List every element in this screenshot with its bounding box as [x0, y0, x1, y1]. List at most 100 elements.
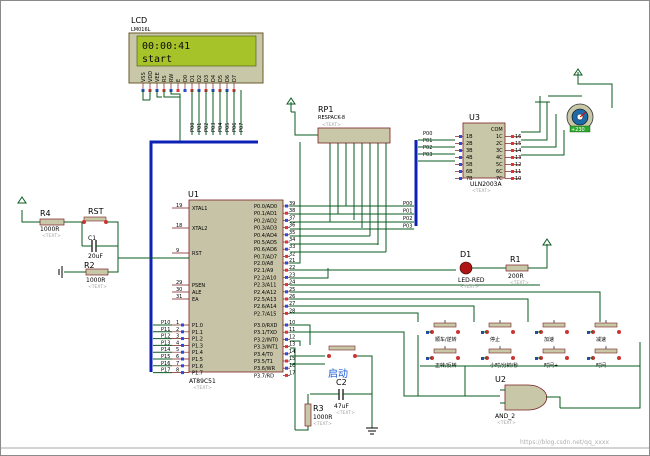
lcd-pin-label: RS [162, 75, 168, 82]
u3-pin-in: 5B [466, 162, 473, 168]
u1-port0-pins: 39P0.0/AD038P0.1/AD137P0.2/AD236P0.3/AD3… [254, 201, 295, 260]
u1-pin-name: P2.4/A12 [254, 290, 276, 296]
rp1-tag: <TEXT> [322, 122, 341, 128]
u1-pin-name: P0.2/AD2 [254, 218, 277, 224]
u1-port2-pins: 21P2.0/A822P2.1/A923P2.2/A1024P2.3/A1125… [254, 258, 295, 317]
u1-pin-num: 8 [176, 368, 179, 374]
push-button-label: 顺车/逆转 [435, 336, 457, 343]
u1-pin-name: P0.7/AD7 [254, 254, 277, 260]
u1-port1-net: P10 [161, 320, 170, 326]
u1-pin-num: 24 [289, 280, 295, 286]
motor-readout: +230 [571, 127, 585, 133]
u1-pin-num: 31 [176, 294, 182, 300]
push-button-label: 加速 [544, 336, 554, 343]
u1-pin-name: P0.0/AD0 [254, 204, 277, 210]
rp1-part: RESPACK-8 [318, 115, 345, 121]
lcd-pin-label: D1 [190, 75, 196, 82]
c1-ref: C1 [88, 235, 96, 242]
u1-pin-name: PSEN [192, 283, 205, 289]
u3-pin-out: 1C [496, 134, 503, 140]
lcd-pin-label: D4 [211, 75, 217, 82]
u2-part: AND_2 [495, 413, 515, 420]
lcd-net-label: P03 [211, 123, 217, 132]
u1-port1-net: P13 [161, 340, 170, 346]
r4-value: 1000R [40, 226, 59, 233]
lcd-line-1: 00:00:41 [142, 41, 190, 52]
u1-pin-num: 17 [289, 370, 295, 376]
u1-pin-name: P1.0 [192, 323, 203, 329]
u1-pin-num: 36 [289, 223, 295, 229]
u1-pin-num: 32 [289, 251, 295, 257]
bus [149, 140, 418, 372]
u3-pin-in: 4B [466, 155, 473, 161]
u3-ref: U3 [469, 113, 480, 122]
u1-pin-name: P3.0/RXD [254, 323, 278, 329]
u1-pin-num: 28 [289, 308, 295, 314]
push-button[interactable]: 减速 [587, 320, 621, 343]
u3-net-label: P03 [423, 152, 432, 158]
u3-pin-in: 7B [466, 176, 473, 182]
u1-pin-num: 26 [289, 294, 295, 300]
lcd-pin-label: RW [169, 74, 175, 82]
c2-tag: <TEXT> [336, 410, 355, 416]
u1-pin-num: 37 [289, 215, 295, 221]
push-button[interactable]: 加速 [535, 320, 569, 343]
u1-pin-num: 12 [289, 334, 295, 340]
lcd-ref: LCD [131, 16, 147, 25]
led-circuit[interactable]: D1 LED-RED <TEXT> R1 200R <TEXT> [458, 238, 552, 290]
u3-pin-out: 2C [496, 141, 503, 147]
u1-port0-net: P02 [403, 216, 412, 222]
r3-tag: <TEXT> [313, 421, 332, 427]
rp1-resistor-pack[interactable]: RP1 RESPACK-8 <TEXT> [291, 105, 391, 252]
u1-pin-name: P1.2 [192, 337, 203, 343]
u1-pin-name: P3.1/TXD [254, 330, 277, 336]
push-button-label: 减速 [596, 336, 606, 343]
led-red [459, 261, 473, 275]
u3-pin-out: 3C [496, 148, 503, 154]
lcd-pin-label: D2 [197, 75, 203, 82]
push-button[interactable]: 顺车/逆转 [426, 320, 460, 343]
u1-pin-num: 19 [176, 203, 182, 209]
u3-pin-out: 6C [496, 169, 503, 175]
start-circuit[interactable]: 启动 C2 47uF <TEXT> R3 1000R <TEXT> [295, 345, 378, 435]
u1-port0-net: P03 [403, 224, 412, 230]
u1-pin-name: P3.5/T1 [254, 359, 273, 365]
u3-net-label: P01 [423, 138, 432, 144]
lcd-net-label: P06 [232, 123, 238, 132]
stepper-motor[interactable]: +230 [521, 73, 613, 156]
u3-pin-in: 3B [466, 148, 473, 154]
u1-pin-num: 18 [176, 223, 182, 229]
u3-part: ULN2003A [470, 181, 502, 188]
rst-button[interactable] [83, 216, 107, 222]
r3-value: 1000R [313, 414, 332, 421]
u1-pin-num: 9 [176, 248, 179, 254]
push-button[interactable]: 停止 [481, 320, 515, 343]
u2-and-gate[interactable]: U2 AND_2 <TEXT> [495, 375, 561, 426]
rst-ref: RST [88, 207, 104, 216]
u3-net-label: P00 [423, 131, 432, 137]
u1-pin-name: P2.0/A8 [254, 261, 273, 267]
reset-circuit[interactable]: R4 1000R <TEXT> RST C1 20uF R2 1000R <TE… [17, 196, 189, 290]
u1-port1-net: P14 [161, 347, 170, 353]
u1-pin-num: 5 [176, 347, 179, 353]
u3-pin-in: 6B [466, 169, 473, 175]
lcd-pin-label: VSS [141, 72, 147, 82]
r2-ref: R2 [84, 261, 95, 270]
lcd-pin-label: D5 [218, 75, 224, 82]
u1-pin-name: P3.3/INT1 [254, 345, 278, 351]
u1-pin-num: 27 [289, 301, 295, 307]
lcd-net-label: P01 [197, 123, 203, 132]
u3-pin-num: 16 [515, 134, 521, 140]
u1-pin-num: 14 [289, 349, 295, 355]
start-button-label[interactable]: 启动 [328, 367, 348, 380]
u1-pin-num: 34 [289, 237, 295, 243]
u3-pin-num: 12 [515, 162, 521, 168]
lcd-pin-label: D7 [232, 75, 238, 82]
